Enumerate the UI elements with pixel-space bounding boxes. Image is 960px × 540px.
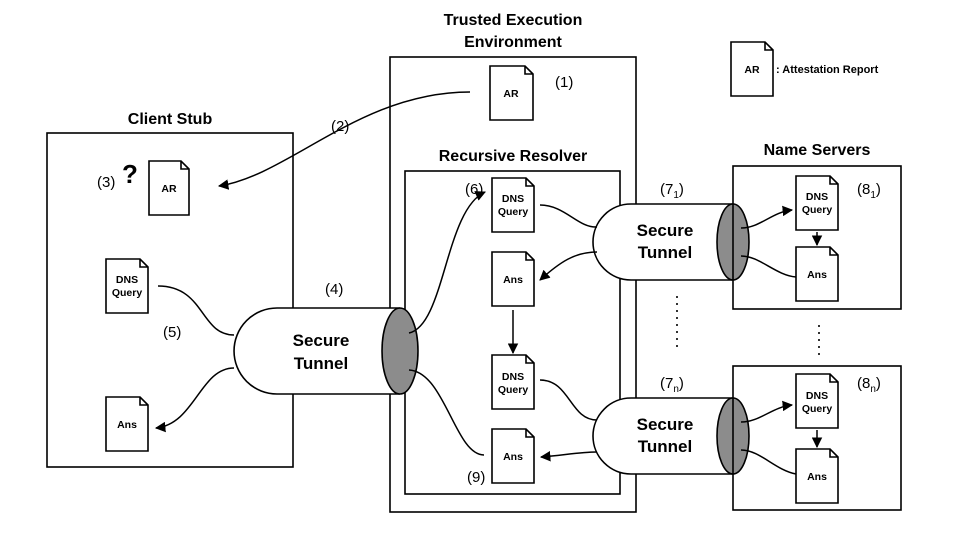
tee-box — [389, 56, 637, 513]
resolver-query-2-line2: Query — [498, 384, 529, 396]
legend-document-icon — [730, 41, 774, 97]
tunnel-n-body — [592, 397, 733, 475]
step-8-n-subscript: n — [870, 384, 876, 395]
step-6-label: (6) — [465, 181, 483, 198]
tunnel-1-body — [592, 203, 733, 281]
tee-title-line1: Trusted Execution — [444, 12, 583, 29]
attestation-report-arrow — [217, 91, 471, 190]
tee-title-line2: Environment — [464, 34, 562, 51]
client-stub: Client Stub (3) ? AR DNS Query (5) Ans — [46, 111, 294, 468]
tee-ar-document-icon — [489, 65, 534, 121]
client-ans-document-icon — [105, 396, 149, 452]
step-3-label: (3) — [97, 174, 115, 191]
step-7-n-subscript: n — [673, 384, 679, 395]
nsn-query-document-icon — [795, 373, 839, 429]
name-servers-title: Name Servers — [764, 142, 871, 159]
name-server-1-box — [732, 165, 902, 310]
step-8-1-open: (8 — [857, 181, 870, 198]
name-servers: Name Servers (81) DNS Query Ans (8n) DNS… — [732, 142, 902, 511]
nsn-query-line2: Query — [802, 403, 833, 415]
step-2-label: (2) — [331, 118, 349, 135]
question-mark: ? — [122, 159, 138, 189]
tunnel-1-to-ns1-query — [740, 205, 794, 229]
name-server-n-box — [732, 365, 902, 511]
tunnel-n-label-line2: Tunnel — [638, 437, 692, 456]
client-ar-doc-label: AR — [161, 183, 177, 195]
tee-ar-doc-label: AR — [503, 88, 519, 100]
step-9-label: (9) — [467, 469, 485, 486]
step-7-n-open: (7 — [660, 375, 673, 392]
tunnel-1-label-line1: Secure — [637, 221, 694, 240]
ns1-query-document-icon — [795, 175, 839, 231]
main-tunnel-label-line1: Secure — [293, 331, 350, 350]
trusted-execution-environment: Trusted Execution Environment AR (1) (2) — [331, 12, 637, 513]
resolver-ans-1-document-icon — [491, 251, 535, 307]
nsn-ans-document-icon — [795, 448, 839, 504]
step-8-n-open: (8 — [857, 375, 870, 392]
main-secure-tunnel: (4) Secure Tunnel — [233, 281, 419, 395]
step-8-1-subscript: 1 — [870, 190, 876, 201]
client-stub-box — [46, 132, 294, 468]
resolver-title: Recursive Resolver — [439, 148, 588, 165]
ns1-query-line1: DNS — [806, 191, 828, 203]
resolver-query-1-to-tunnel-1 — [539, 204, 598, 228]
main-tunnel-label-line2: Tunnel — [294, 354, 348, 373]
resolver-ans-2-label: Ans — [503, 451, 523, 463]
step-7-1-subscript: 1 — [673, 190, 679, 201]
ns1-ans-document-icon — [795, 246, 839, 302]
step-1-label: (1) — [555, 74, 573, 91]
ns1-ans-to-tunnel-1 — [740, 255, 797, 278]
resolver-query-1-document-icon — [491, 177, 535, 233]
step-4-label: (4) — [325, 281, 343, 298]
client-stub-title: Client Stub — [128, 111, 213, 128]
main-tunnel-body — [233, 307, 400, 395]
step-8-n-label: (8n) — [857, 375, 881, 395]
tunnel-n-label-line1: Secure — [637, 415, 694, 434]
secure-tunnel-1: (71) Secure Tunnel — [592, 181, 750, 281]
resolver-ans-to-tunnel — [408, 369, 485, 456]
recursive-resolver: Recursive Resolver (6) DNS Query Ans DNS… — [404, 148, 621, 495]
ns1-query-line2: Query — [802, 204, 833, 216]
tunnel-n-to-nsn-query — [740, 400, 794, 423]
tunnel-to-client-ans — [154, 367, 235, 433]
client-query-line2: Query — [112, 287, 143, 299]
nsn-ans-label: Ans — [807, 471, 827, 483]
legend-doc-label: AR — [744, 64, 760, 76]
nsn-ans-to-tunnel-n — [740, 449, 797, 475]
legend-description: : Attestation Report — [776, 64, 879, 76]
step-8-n-close: ) — [876, 375, 881, 392]
tunnel-1-to-resolver-ans — [539, 251, 598, 281]
resolver-query-2-line1: DNS — [502, 371, 524, 383]
step-7-n-label: (7n) — [660, 375, 684, 395]
client-query-line1: DNS — [116, 274, 138, 286]
step-7-1-open: (7 — [660, 181, 673, 198]
client-query-document-icon — [105, 258, 149, 314]
resolver-query-2-document-icon — [491, 354, 535, 410]
tunnel-1-label-line2: Tunnel — [638, 243, 692, 262]
resolver-query-1-line2: Query — [498, 206, 529, 218]
main-tunnel-end-cap — [381, 307, 419, 395]
tunnel-to-resolver-query — [408, 191, 486, 334]
step-8-1-close: ) — [876, 181, 881, 198]
connectors — [154, 91, 823, 475]
step-7-1-close: ) — [679, 181, 684, 198]
resolver-query-2-to-tunnel-n — [539, 379, 598, 421]
step-7-n-close: ) — [679, 375, 684, 392]
tunnel-n-to-resolver-ans — [539, 450, 598, 462]
client-query-to-tunnel — [157, 285, 235, 336]
resolver-query-1-line1: DNS — [502, 193, 524, 205]
resolver-ans-2-document-icon — [491, 428, 535, 484]
legend: AR : Attestation Report — [730, 41, 879, 97]
client-ans-doc-label: Ans — [117, 419, 137, 431]
client-ar-document-icon — [148, 160, 190, 216]
step-8-1-label: (81) — [857, 181, 881, 201]
step-5-label: (5) — [163, 324, 181, 341]
ns1-ans-label: Ans — [807, 269, 827, 281]
resolver-ans-1-label: Ans — [503, 274, 523, 286]
step-7-1-label: (71) — [660, 181, 684, 201]
nsn-query-line1: DNS — [806, 390, 828, 402]
secure-tunnel-n: (7n) Secure Tunnel — [592, 375, 750, 475]
